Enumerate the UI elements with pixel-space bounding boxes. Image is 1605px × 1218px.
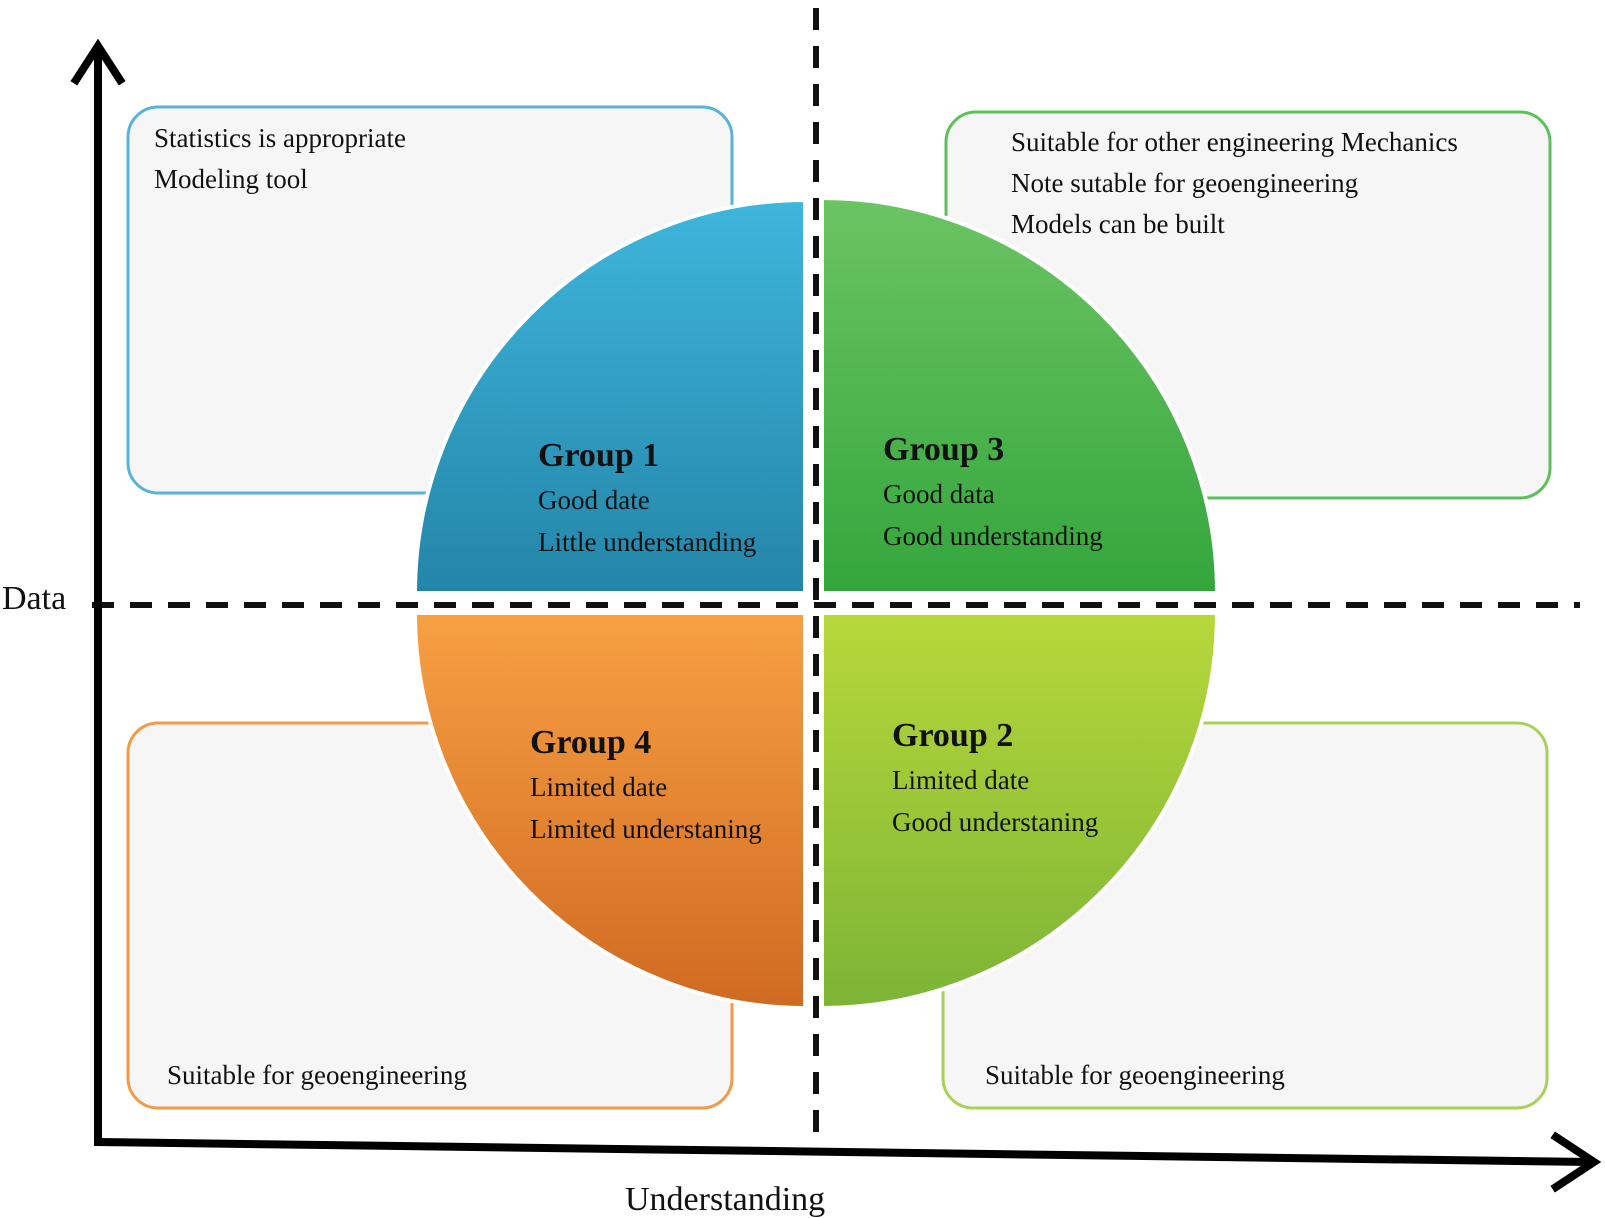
- box-bottom-right-line-1: Suitable for geoengineering: [985, 1060, 1285, 1090]
- group4-line-1: Limited date: [530, 772, 667, 802]
- group2-line-2: Good understaning: [892, 807, 1098, 837]
- group2-title: Group 2: [892, 717, 1013, 754]
- group3-segment: [820, 195, 1220, 595]
- box-top-right-line-2: Note sutable for geoengineering: [1011, 168, 1358, 198]
- group3-title: Group 3: [883, 431, 1004, 468]
- box-top-right-line-1: Suitable for other engineering Mechanics: [1011, 127, 1458, 157]
- box-bottom-left-line-1: Suitable for geoengineering: [167, 1060, 467, 1090]
- group1-line-1: Good date: [538, 485, 650, 515]
- x-axis-label: Understanding: [625, 1181, 825, 1218]
- group2-segment: [820, 611, 1220, 1011]
- box-top-right-line-3: Models can be built: [1011, 209, 1225, 239]
- group4-title: Group 4: [530, 724, 651, 761]
- box-top-left-line-1: Statistics is appropriate: [154, 123, 406, 153]
- group1-segment: [412, 197, 807, 595]
- group3-line-1: Good data: [883, 479, 995, 509]
- group2-line-1: Limited date: [892, 765, 1029, 795]
- group4-line-2: Limited understaning: [530, 814, 762, 844]
- box-top-left-line-2: Modeling tool: [154, 164, 308, 194]
- group3-line-2: Good understanding: [883, 521, 1103, 551]
- y-axis-arrowhead: [70, 38, 126, 86]
- group1-line-2: Little understanding: [538, 527, 756, 557]
- y-axis-label: Data: [2, 580, 66, 617]
- group1-title: Group 1: [538, 437, 659, 474]
- x-axis: [93, 1137, 1593, 1167]
- x-axis-arrowhead: [1550, 1131, 1602, 1193]
- group4-segment: [412, 611, 807, 1011]
